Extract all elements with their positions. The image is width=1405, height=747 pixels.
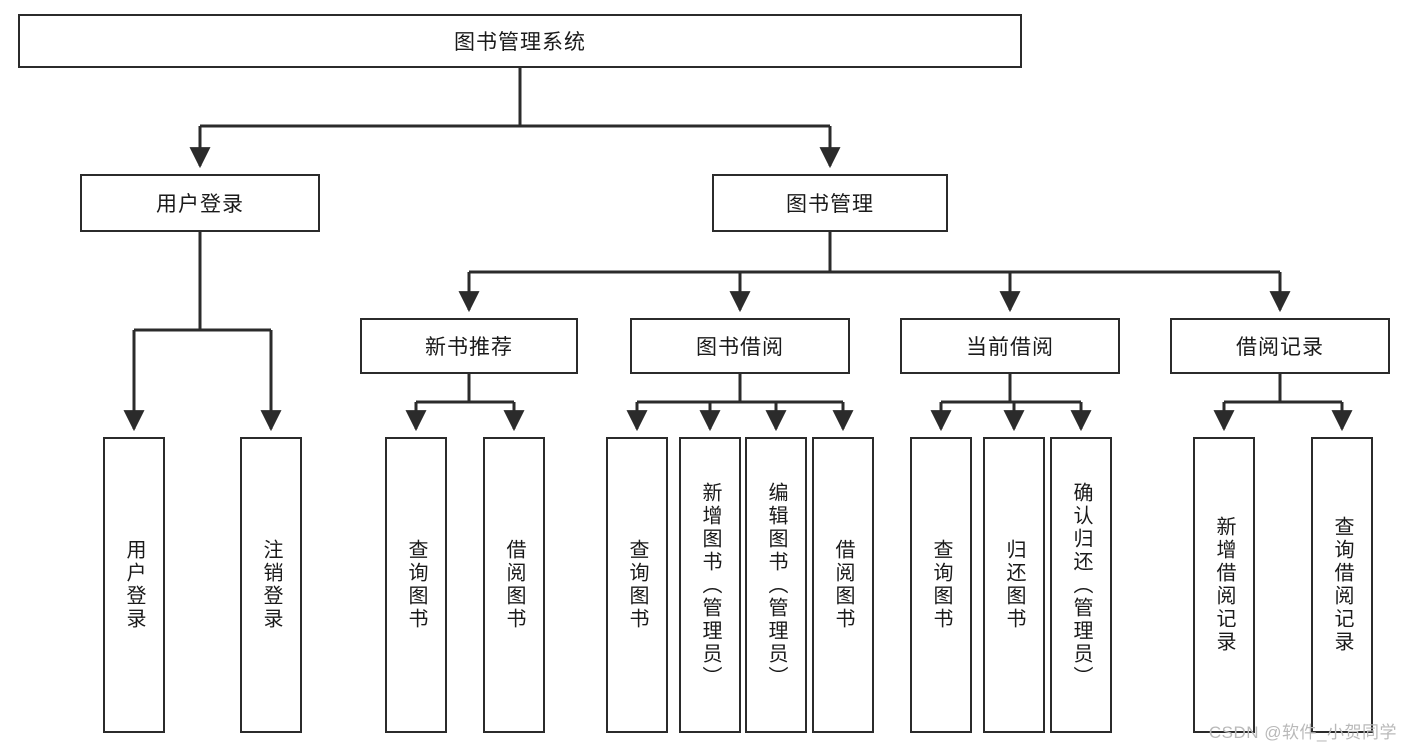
- leaf-user-login[interactable]: 用户登录: [103, 437, 165, 733]
- leaf-edit-book-admin[interactable]: 编辑图书（管理员）: [745, 437, 807, 733]
- leaf-query-book-current-label: 查询图书: [930, 539, 952, 631]
- leaf-return-book[interactable]: 归还图书: [983, 437, 1045, 733]
- node-root[interactable]: 图书管理系统: [18, 14, 1022, 68]
- node-book-borrow-label: 图书借阅: [696, 336, 784, 359]
- leaf-query-book-current[interactable]: 查询图书: [910, 437, 972, 733]
- leaf-add-book-admin[interactable]: 新增图书（管理员）: [679, 437, 741, 733]
- leaf-borrow-book-label: 借阅图书: [832, 539, 854, 631]
- node-current-borrow[interactable]: 当前借阅: [900, 318, 1120, 374]
- leaf-borrow-book-recommend[interactable]: 借阅图书: [483, 437, 545, 733]
- node-new-book-recommend-label: 新书推荐: [425, 336, 513, 359]
- leaf-query-book-borrow[interactable]: 查询图书: [606, 437, 668, 733]
- leaf-edit-book-admin-label: 编辑图书（管理员）: [765, 481, 787, 689]
- node-borrow-record-label: 借阅记录: [1236, 336, 1324, 359]
- node-new-book-recommend[interactable]: 新书推荐: [360, 318, 578, 374]
- leaf-query-book-recommend-label: 查询图书: [405, 539, 427, 631]
- node-user-login-label: 用户登录: [156, 193, 244, 216]
- leaf-return-book-label: 归还图书: [1003, 539, 1025, 631]
- leaf-logout[interactable]: 注销登录: [240, 437, 302, 733]
- node-current-borrow-label: 当前借阅: [966, 336, 1054, 359]
- node-root-label: 图书管理系统: [454, 31, 586, 54]
- leaf-confirm-return-admin[interactable]: 确认归还（管理员）: [1050, 437, 1112, 733]
- leaf-add-borrow-record-label: 新增借阅记录: [1213, 516, 1235, 654]
- leaf-add-book-admin-label: 新增图书（管理员）: [699, 481, 721, 689]
- node-borrow-record[interactable]: 借阅记录: [1170, 318, 1390, 374]
- leaf-add-borrow-record[interactable]: 新增借阅记录: [1193, 437, 1255, 733]
- leaf-user-login-label: 用户登录: [123, 539, 145, 631]
- leaf-query-book-borrow-label: 查询图书: [626, 539, 648, 631]
- node-book-borrow[interactable]: 图书借阅: [630, 318, 850, 374]
- node-book-manage-label: 图书管理: [786, 193, 874, 216]
- leaf-confirm-return-admin-label: 确认归还（管理员）: [1070, 481, 1092, 689]
- watermark-text: CSDN @软件_小贺同学: [1208, 723, 1397, 742]
- leaf-query-borrow-record-label: 查询借阅记录: [1331, 516, 1353, 654]
- leaf-query-book-recommend[interactable]: 查询图书: [385, 437, 447, 733]
- leaf-logout-label: 注销登录: [260, 539, 282, 631]
- node-book-manage[interactable]: 图书管理: [712, 174, 948, 232]
- leaf-query-borrow-record[interactable]: 查询借阅记录: [1311, 437, 1373, 733]
- node-user-login[interactable]: 用户登录: [80, 174, 320, 232]
- leaf-borrow-book[interactable]: 借阅图书: [812, 437, 874, 733]
- leaf-borrow-book-recommend-label: 借阅图书: [503, 539, 525, 631]
